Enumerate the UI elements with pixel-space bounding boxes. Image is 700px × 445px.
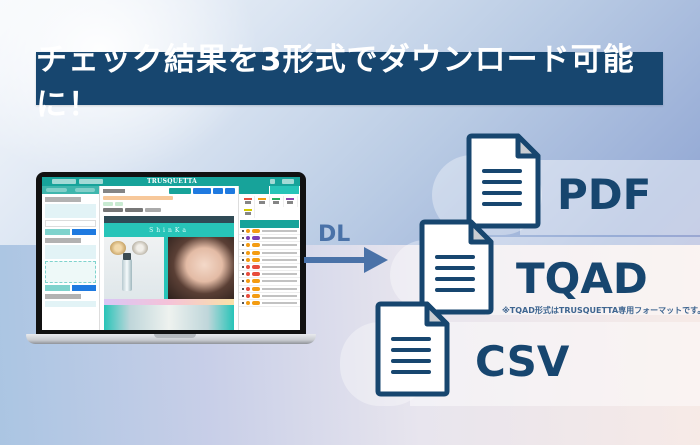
ad-creative: ShinKa — [104, 216, 234, 330]
stat — [255, 196, 270, 207]
app-topbar: TRUSQUETTA — [42, 177, 300, 186]
stat — [241, 207, 256, 218]
result-preview-panel: ShinKa — [100, 186, 238, 330]
toolbar-button — [225, 187, 235, 194]
section-note — [45, 204, 96, 218]
check-button — [45, 229, 70, 235]
toolbar-button — [193, 187, 211, 194]
left-tab — [46, 188, 67, 192]
download-label: DL — [318, 222, 351, 247]
topbar-user — [282, 179, 294, 184]
model-photo — [167, 237, 234, 299]
file-check-section — [45, 238, 96, 291]
ad-body — [104, 237, 234, 299]
findings-tabs — [239, 186, 300, 194]
tqad-row-band — [485, 237, 700, 315]
arrow-right-icon — [304, 247, 388, 273]
finding-row — [239, 300, 300, 308]
section-note — [45, 245, 96, 259]
finding-row — [239, 264, 300, 272]
finding-row — [239, 228, 300, 236]
stat — [284, 196, 298, 207]
findings-list-header — [240, 220, 299, 228]
section-heading — [45, 294, 81, 299]
laptop-screen-frame: TRUSQUETTA — [36, 172, 306, 334]
toolbar-button — [169, 187, 191, 194]
file-dropzone — [45, 261, 96, 283]
left-check-panel — [42, 186, 100, 330]
finding-row — [239, 235, 300, 243]
headline-banner: チェック結果を3形式でダウンロード可能に！ — [36, 42, 663, 123]
topbar-chip — [52, 179, 76, 184]
section-note — [45, 301, 96, 307]
tag — [103, 208, 123, 212]
finding-row — [239, 250, 300, 257]
ad-product — [104, 237, 164, 299]
document-icon — [375, 301, 450, 397]
ad-ribbon — [104, 299, 234, 305]
preview-tags — [100, 195, 238, 215]
laptop-notch — [154, 334, 196, 338]
finding-row — [239, 257, 300, 264]
section-buttons — [45, 229, 96, 235]
product-bottle — [122, 253, 132, 291]
finding-row — [239, 271, 300, 279]
keyword-check-section — [45, 294, 96, 307]
section-buttons — [45, 285, 96, 291]
findings-list — [239, 228, 300, 308]
topbar-icon — [270, 179, 275, 184]
run-button — [71, 285, 96, 291]
url-input — [45, 220, 96, 227]
preview-toolbar — [100, 186, 238, 195]
finding-row — [239, 293, 300, 300]
tag — [115, 202, 123, 206]
pdf-row-band — [520, 160, 700, 235]
laptop-base — [26, 334, 316, 344]
left-panel-tabs — [42, 186, 99, 194]
tag — [145, 208, 161, 212]
section-heading — [45, 197, 81, 202]
preview-title — [103, 188, 125, 193]
award-badge — [110, 241, 126, 255]
app-title: TRUSQUETTA — [147, 178, 198, 185]
stat — [270, 196, 284, 207]
finding-row — [239, 278, 300, 286]
ad-stripe — [163, 237, 168, 299]
findings-panel — [238, 186, 300, 330]
findings-tab — [239, 186, 270, 194]
finding-row — [239, 242, 300, 250]
document-icon — [466, 133, 541, 229]
format-label-csv: CSV — [475, 337, 570, 386]
url-check-section — [45, 197, 96, 235]
format-label-tqad: TQAD — [516, 254, 648, 303]
csv-row-band — [410, 322, 700, 406]
section-heading — [45, 238, 81, 243]
tag — [103, 196, 173, 200]
left-tab — [74, 188, 95, 192]
toolbar-button — [213, 187, 223, 194]
headline-text: チェック結果を3形式でダウンロード可能に！ — [36, 41, 635, 123]
tqad-footnote: ※TQAD形式はTRUSQUETTA専用フォーマットです。 — [502, 306, 700, 315]
ad-footer-image — [104, 305, 234, 330]
findings-stats — [239, 194, 300, 220]
award-badge — [132, 241, 148, 255]
finding-row — [239, 286, 300, 293]
check-button — [45, 285, 70, 291]
ad-brand: ShinKa — [104, 223, 234, 237]
ad-header — [104, 216, 234, 223]
tag — [125, 208, 143, 212]
run-button — [71, 229, 96, 235]
findings-tab — [269, 186, 300, 194]
topbar-chip — [79, 179, 103, 184]
format-label-pdf: PDF — [557, 170, 652, 219]
laptop-illustration: TRUSQUETTA — [26, 172, 316, 347]
tag — [103, 202, 113, 206]
app-screenshot: TRUSQUETTA — [42, 177, 300, 330]
stat — [241, 196, 256, 207]
